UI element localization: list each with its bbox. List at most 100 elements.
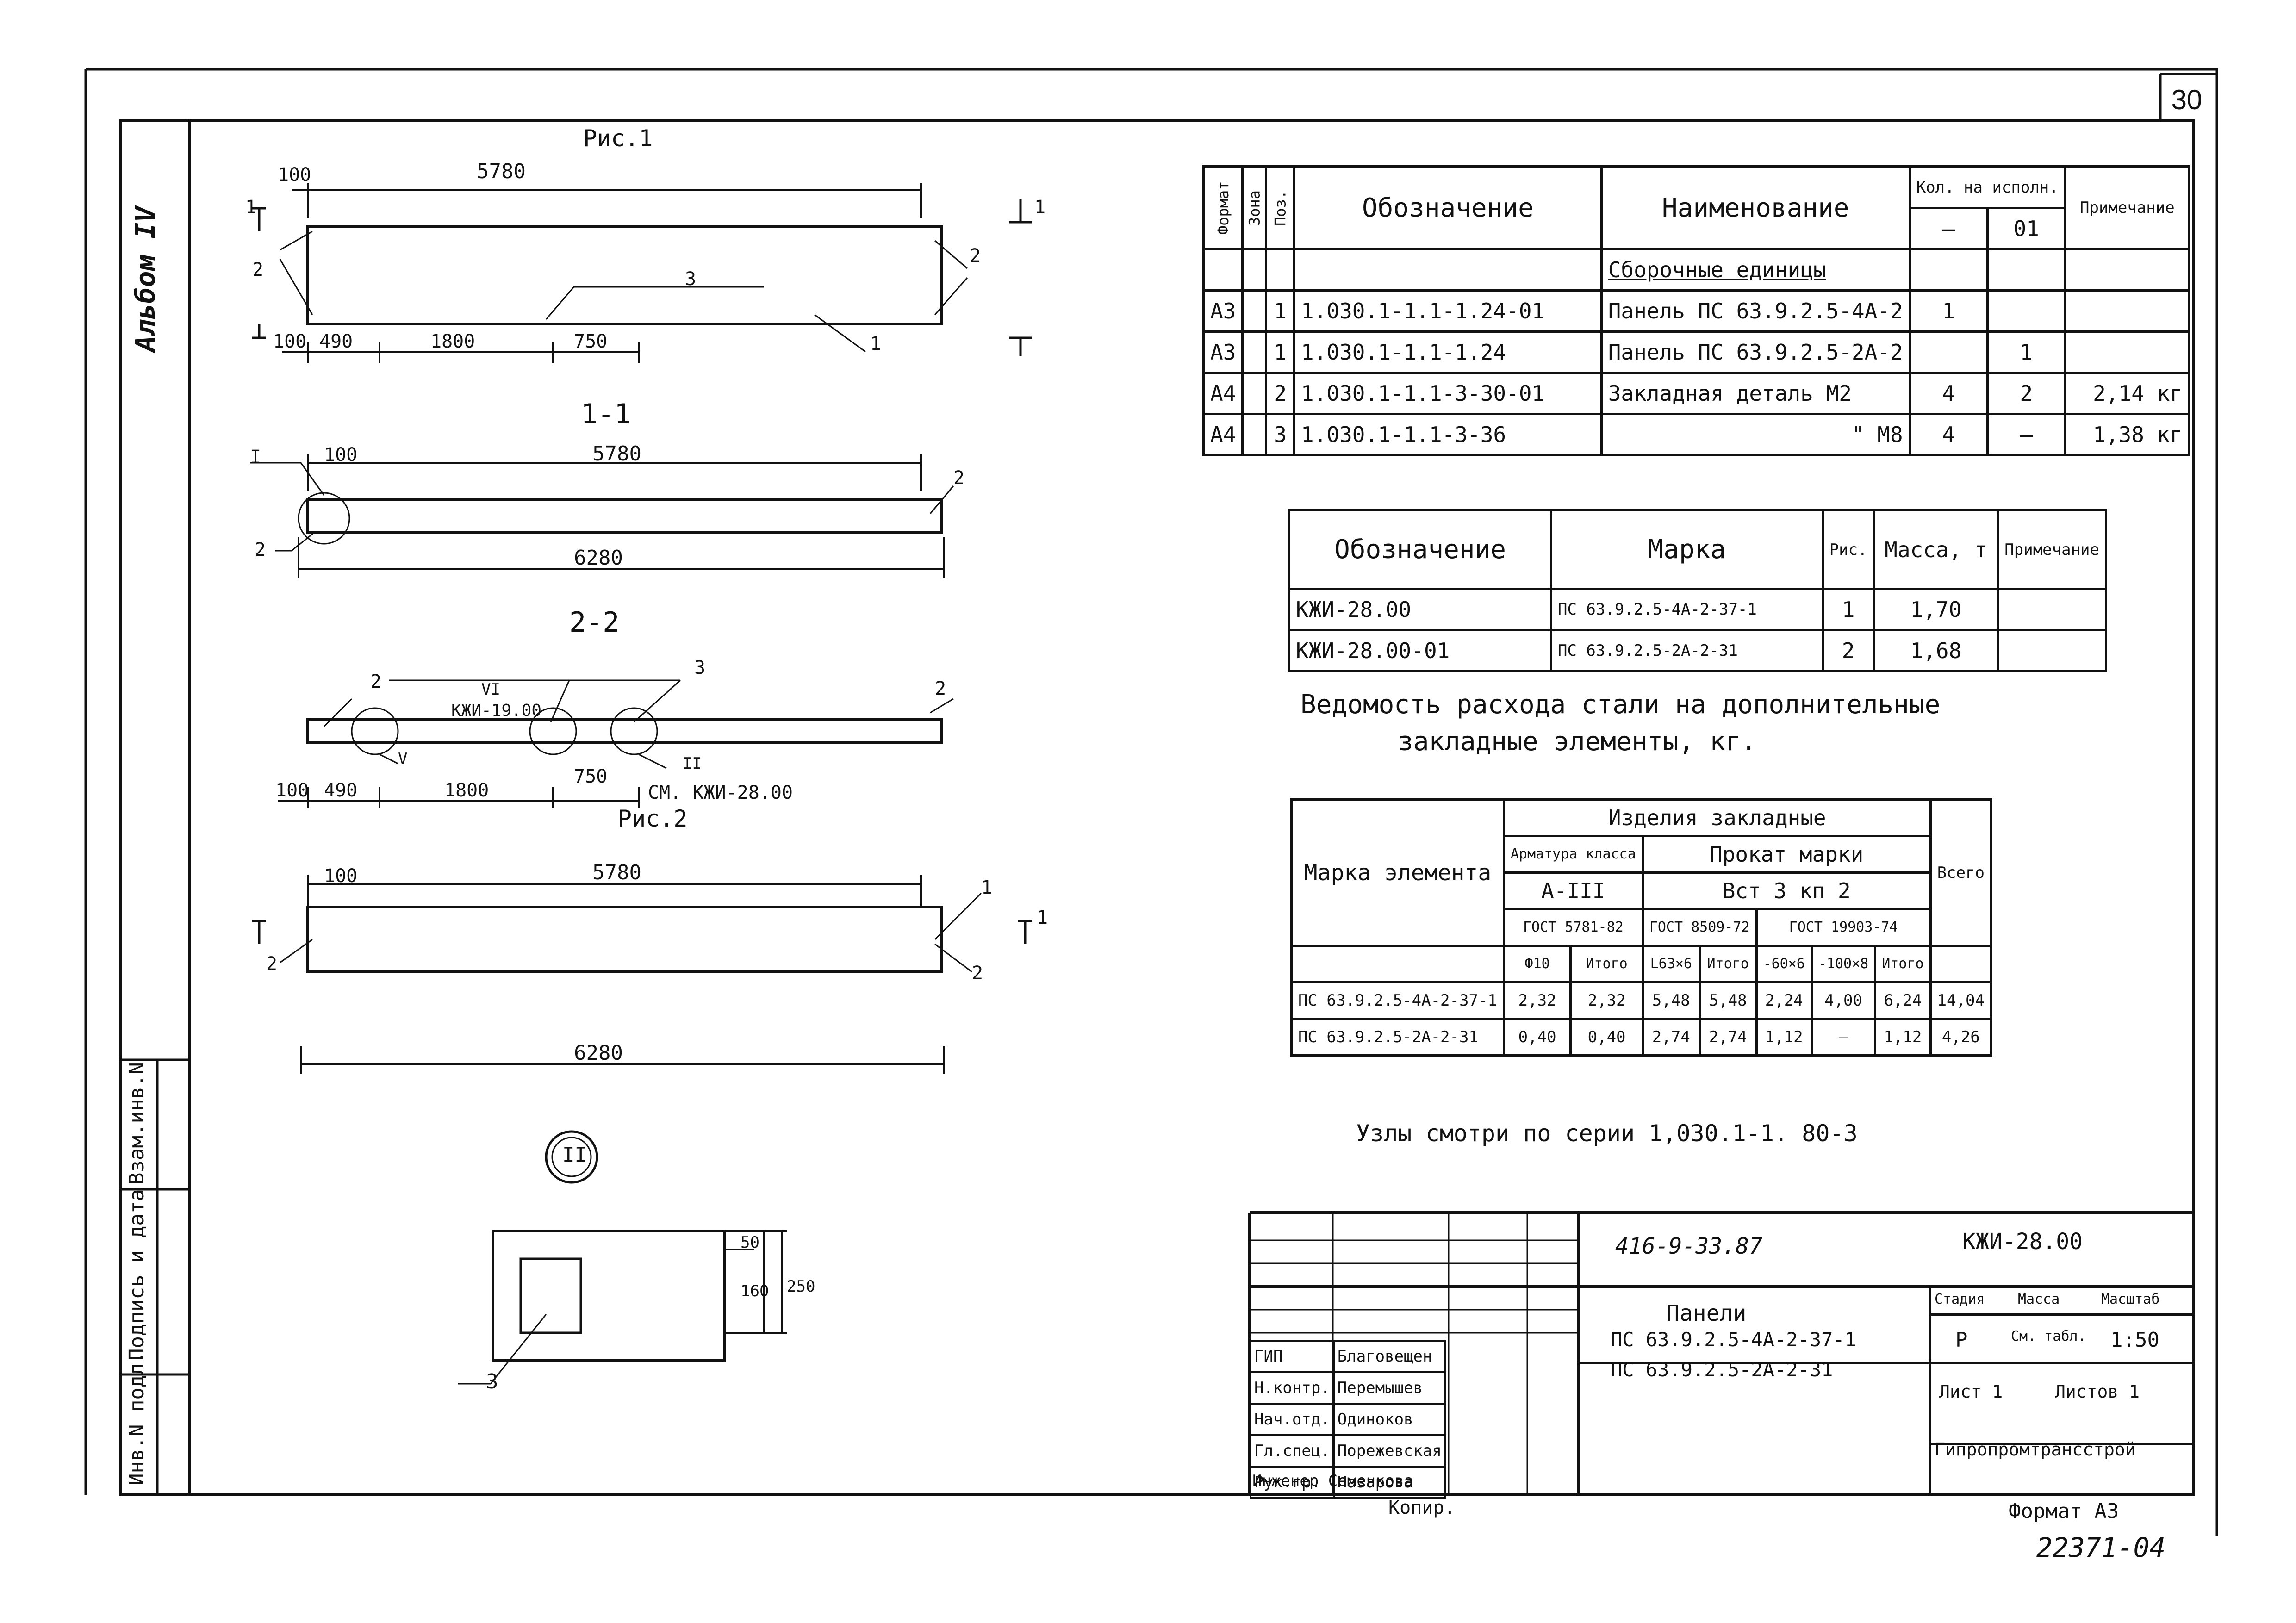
title-block-lines bbox=[1248, 1211, 2194, 1495]
marks-table: Обозначение Марка Рис. Масса, т Примечан… bbox=[1288, 509, 2107, 672]
stamp-role: Нач.отд. bbox=[1250, 1403, 1335, 1436]
spec-format: А4 bbox=[1202, 372, 1244, 415]
steel-h-gost3: ГОСТ 19903-74 bbox=[1755, 908, 1932, 947]
node-detail bbox=[458, 1130, 787, 1385]
marks-mass: 1,68 bbox=[1873, 629, 1999, 672]
steel-s100: 4,00 bbox=[1810, 981, 1877, 1020]
steel-h-mark: Марка элемента bbox=[1290, 798, 1505, 947]
fig1-title: Рис.1 bbox=[583, 125, 653, 152]
spec-h-designation: Обозначение bbox=[1293, 165, 1603, 250]
marks-note bbox=[1997, 629, 2107, 672]
dim-1800-a: 1800 bbox=[430, 331, 475, 352]
stamp-org: Гипропромтрансстрой bbox=[1935, 1439, 2136, 1460]
steel-h-a3: А-III bbox=[1502, 871, 1644, 910]
steel-title-1: Ведомость расхода стали на дополнительны… bbox=[1300, 690, 1941, 720]
steel-it2: 2,74 bbox=[1698, 1018, 1758, 1057]
steel-h-vst: Вст 3 кп 2 bbox=[1641, 871, 1932, 910]
dim-6280-a: 6280 bbox=[574, 546, 623, 570]
stamp-title-l3: ПС 63.9.2.5-2А-2-31 bbox=[1611, 1358, 1833, 1381]
marks-h-fig: Рис. bbox=[1821, 509, 1875, 590]
dim-100-d: 100 bbox=[275, 780, 309, 801]
marks-row: КЖИ-28.00 ПС 63.9.2.5-4А-2-37-1 1 1,70 bbox=[1288, 588, 2107, 631]
spec-q1: 4 bbox=[1908, 372, 1989, 415]
spec-designation: 1.030.1-1.1-1.24-01 bbox=[1293, 289, 1603, 333]
stamp-role: Гл.спец. bbox=[1250, 1434, 1335, 1468]
marks-h-note: Примечание bbox=[1997, 509, 2107, 590]
stamp-person-name: Семенкова bbox=[1328, 1472, 1414, 1490]
fig2-title: Рис.2 bbox=[618, 805, 688, 832]
dim-250: 250 bbox=[787, 1277, 815, 1296]
steel-row: ПС 63.9.2.5-4А-2-37-1 2,32 2,32 5,48 5,4… bbox=[1290, 981, 1992, 1020]
stamp-mass: См. табл. bbox=[2011, 1328, 2086, 1344]
steel-h-gost1: ГОСТ 5781-82 bbox=[1502, 908, 1644, 947]
nodes-note: Узлы смотри по серии 1,030.1-1. 80-3 bbox=[1356, 1120, 1858, 1147]
inventory-number: 22371-04 bbox=[2036, 1532, 2166, 1563]
spec-q2: — bbox=[1986, 413, 2066, 456]
spec-q1: 4 bbox=[1908, 413, 1989, 456]
steel-f10: 0,40 bbox=[1502, 1018, 1572, 1057]
dim-100-e: 100 bbox=[324, 865, 358, 887]
mark-1-c: 1 bbox=[870, 333, 882, 354]
stamp-scale: 1:50 bbox=[2110, 1328, 2159, 1352]
node-ref-label: II bbox=[562, 1143, 587, 1167]
dim-5780-c: 5780 bbox=[592, 861, 641, 884]
mark-3-a: 3 bbox=[685, 268, 697, 290]
steel-h-f10: Ф10 bbox=[1502, 945, 1572, 983]
steel-s60: 1,12 bbox=[1755, 1018, 1813, 1057]
steel-h-itogo-1: Итого bbox=[1569, 945, 1644, 983]
marks-designation: КЖИ-28.00 bbox=[1288, 588, 1552, 631]
spec-row: А4 2 1.030.1-1.1-3-30-01 Закладная детал… bbox=[1202, 372, 2191, 415]
stamp-title-l2: ПС 63.9.2.5-4А-2-37-1 bbox=[1611, 1328, 1857, 1351]
dim-50: 50 bbox=[740, 1233, 759, 1252]
stamp-role: ГИП bbox=[1250, 1340, 1335, 1373]
mark-2-b: 2 bbox=[970, 245, 981, 267]
steel-h-items: Изделия закладные bbox=[1502, 798, 1932, 837]
spec-q2: 1 bbox=[1986, 330, 2066, 374]
stamp-doc: КЖИ-28.00 bbox=[1962, 1229, 2083, 1255]
mark-2-g: 2 bbox=[266, 953, 278, 975]
spec-pos: 1 bbox=[1265, 289, 1296, 333]
steel-it2: 5,48 bbox=[1698, 981, 1758, 1020]
steel-row: ПС 63.9.2.5-2А-2-31 0,40 0,40 2,74 2,74 … bbox=[1290, 1018, 1992, 1057]
dim-5780-b: 5780 bbox=[592, 442, 641, 466]
copied-label: Копир. bbox=[1388, 1497, 1456, 1518]
mark-V: V bbox=[398, 750, 408, 768]
spec-q1 bbox=[1908, 330, 1989, 374]
spec-format: А4 bbox=[1202, 413, 1244, 456]
spec-designation: 1.030.1-1.1-1.24 bbox=[1293, 330, 1603, 374]
marks-row: КЖИ-28.00-01 ПС 63.9.2.5-2А-2-31 2 1,68 bbox=[1288, 629, 2107, 672]
steel-mark: ПС 63.9.2.5-4А-2-37-1 bbox=[1290, 981, 1505, 1020]
steel-f10: 2,32 bbox=[1502, 981, 1572, 1020]
dim-100-b: 100 bbox=[273, 331, 307, 352]
format-label: Формат А3 bbox=[2009, 1499, 2119, 1523]
steel-h-armature: Арматура класса bbox=[1502, 835, 1644, 874]
steel-h-l63: L63×6 bbox=[1641, 945, 1701, 983]
steel-h-gost2: ГОСТ 8509-72 bbox=[1641, 908, 1758, 947]
spec-h-format: Формат bbox=[1203, 166, 1243, 249]
mark-I: I bbox=[250, 447, 261, 468]
steel-h-100: -100×8 bbox=[1810, 945, 1877, 983]
stamp-engineer: Инженер Семенкова bbox=[1252, 1472, 1413, 1490]
marks-mark: ПС 63.9.2.5-2А-2-31 bbox=[1550, 629, 1824, 672]
marks-mark: ПС 63.9.2.5-4А-2-37-1 bbox=[1550, 588, 1824, 631]
mark-1-e: 1 bbox=[1037, 907, 1048, 928]
spec-name: Закладная деталь М2 bbox=[1600, 372, 1911, 415]
side-stamp-inv: Инв.N подл. bbox=[125, 1350, 149, 1486]
marks-designation: КЖИ-28.00-01 bbox=[1288, 629, 1552, 672]
dim-1800-b: 1800 bbox=[444, 780, 489, 801]
stamp-stage: Р bbox=[1955, 1328, 1968, 1352]
steel-mark: ПС 63.9.2.5-2А-2-31 bbox=[1290, 1018, 1505, 1057]
stamp-role: Инженер bbox=[1252, 1472, 1319, 1490]
mark-2-a: 2 bbox=[252, 259, 264, 280]
section-1-1-title: 1-1 bbox=[581, 398, 631, 430]
spec-h-note: Примечание bbox=[2064, 165, 2191, 250]
stamp-person-name: Порежевская bbox=[1332, 1434, 1446, 1468]
spec-q2: 2 bbox=[1986, 372, 2066, 415]
dim-6280-b: 6280 bbox=[574, 1041, 623, 1065]
stamp-person: Рук.гр.Назарова bbox=[1250, 1466, 1446, 1499]
spec-row: А4 3 1.030.1-1.1-3-36 " М8 4 — 1,38 кг bbox=[1202, 413, 2191, 456]
dim-490-b: 490 bbox=[324, 780, 358, 801]
stamp-person-name: Одиноков bbox=[1332, 1403, 1446, 1436]
